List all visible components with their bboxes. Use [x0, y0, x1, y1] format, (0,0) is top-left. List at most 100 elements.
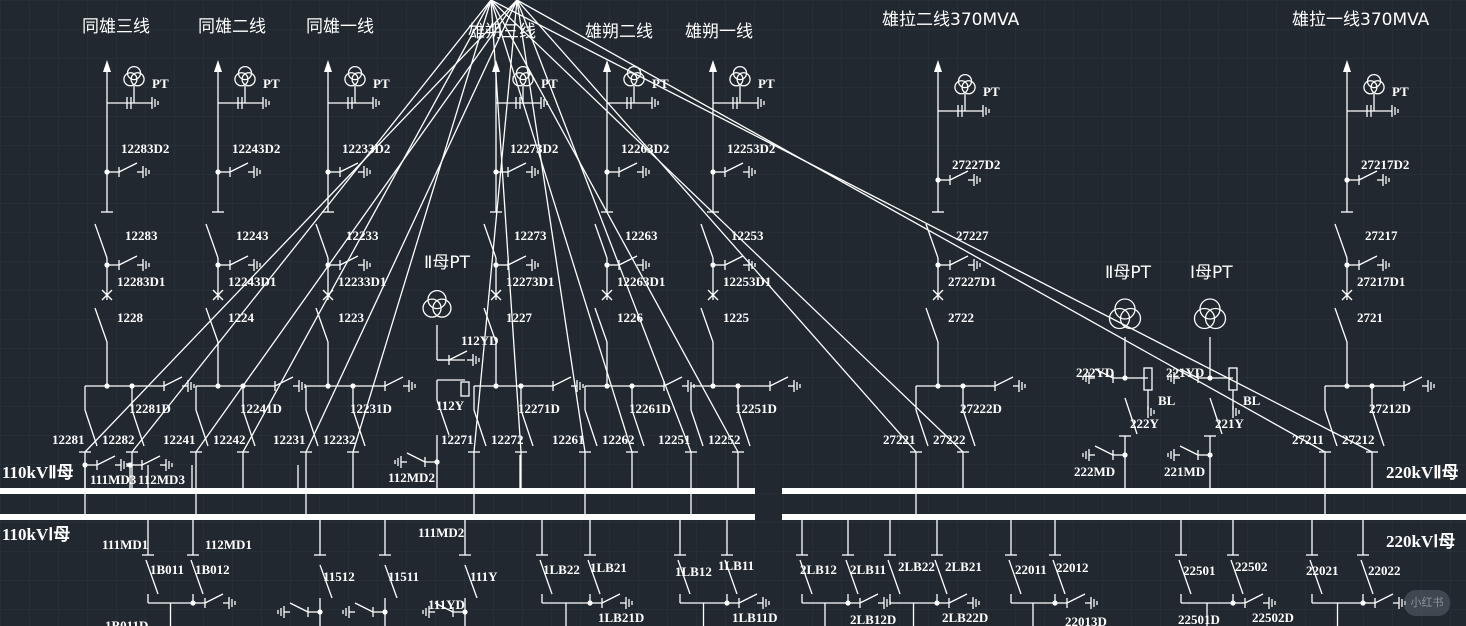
pt-label: PT [652, 76, 669, 91]
disconnector-icon [1324, 409, 1338, 447]
disconnector-icon [1230, 559, 1244, 595]
earth-switch-icon [96, 455, 116, 466]
disconnector-icon [352, 409, 366, 447]
disconnector-icon [690, 409, 704, 447]
arrow-up-icon [934, 60, 942, 72]
pt-transformer-icon [961, 80, 976, 95]
junction-node [325, 383, 331, 389]
device-label: 12263 [625, 228, 658, 243]
bus-pt-title: Ⅱ母PT [1105, 263, 1152, 283]
device-label: 2LB21 [945, 559, 982, 574]
device-label: 27227D2 [952, 157, 1000, 172]
device-label: 12253D1 [723, 274, 771, 289]
device-label: 27217D2 [1361, 157, 1409, 172]
device-label: 1LB21D [598, 610, 644, 625]
wire [84, 0, 518, 453]
bus-label-110kv-i: 110kVⅠ母 [2, 525, 70, 544]
wire [490, 0, 633, 453]
device-label: 12273D2 [510, 141, 558, 156]
device-label: 111YD [428, 597, 465, 612]
earth-switch-icon [507, 255, 527, 266]
earth-switch-icon [204, 593, 224, 604]
device-label: 12261 [552, 432, 585, 447]
junction-node [604, 383, 610, 389]
device-label: 27212D [1369, 401, 1411, 416]
wire [490, 0, 739, 453]
device-label: 12252 [708, 432, 741, 447]
earth-switch-icon [601, 593, 621, 604]
earth-switch-icon [274, 376, 294, 387]
pt-transformer-icon [729, 72, 744, 87]
device-label: 2LB22 [898, 559, 935, 574]
disconnector-icon [724, 559, 738, 595]
earth-switch-icon [994, 376, 1014, 387]
earth-switch-icon [949, 170, 969, 181]
pt-transformer-icon [123, 72, 138, 87]
disconnector-icon [1124, 397, 1138, 435]
earth-switch-icon [552, 376, 572, 387]
earth-switch-icon [724, 162, 744, 173]
arrow-up-icon [603, 60, 611, 72]
pt-label: PT [373, 76, 390, 91]
pt-transformer-icon [630, 72, 645, 87]
device-label: 27212 [1342, 432, 1375, 447]
earth-switch-icon [1358, 255, 1378, 266]
bus-pt-title: Ⅰ母PT [1190, 263, 1233, 283]
wire [195, 0, 518, 453]
disconnector-icon [436, 399, 450, 436]
device-label: 111MD1 [102, 537, 148, 552]
disconnector-icon [1334, 223, 1348, 259]
wire [516, 0, 692, 453]
arrester-icon [460, 381, 470, 397]
disconnector-icon [934, 559, 948, 595]
device-label: 27222D [960, 401, 1002, 416]
device-label: 111MD3 [90, 472, 137, 487]
device-label: 22013D [1065, 614, 1107, 626]
device-label: 11511 [388, 569, 419, 584]
pt-transformer-icon [1370, 80, 1385, 95]
pt-transformer-icon [519, 72, 534, 87]
wire [131, 0, 492, 453]
device-label: 1LB21 [590, 560, 627, 575]
disconnector-icon [539, 559, 553, 595]
earth-switch-icon [1094, 368, 1114, 379]
pt-label: PT [1392, 84, 1409, 99]
device-label: 12232 [323, 432, 356, 447]
device-label: 221Y [1215, 416, 1245, 431]
wire [490, 0, 1373, 453]
device-label: 12251 [658, 432, 691, 447]
disconnector-icon [887, 559, 901, 595]
device-label: 221MD [1164, 464, 1205, 479]
device-label: 12241 [163, 432, 196, 447]
disconnector-icon [315, 223, 329, 259]
pt-transformer-icon [241, 72, 256, 87]
earth-switch-icon [738, 593, 758, 604]
device-label: 12273 [514, 228, 547, 243]
device-label: 27227D1 [948, 274, 996, 289]
breaker-icon [322, 289, 334, 301]
disconnector-icon [1334, 307, 1348, 343]
device-label: BL [1158, 393, 1176, 408]
disconnector-icon [520, 409, 534, 447]
disconnector-icon [594, 223, 608, 259]
device-label: 12282 [102, 432, 135, 447]
device-label: 12242 [213, 432, 246, 447]
device-label: 1B011D [105, 618, 148, 626]
earth-switch-icon [1374, 593, 1394, 604]
bay-title: 雄朔二线 [585, 22, 653, 42]
bay-title: 雄朔三线 [468, 22, 536, 42]
breaker-icon [707, 289, 719, 301]
wire [490, 0, 964, 453]
disconnector-icon [962, 409, 976, 447]
device-label: 1LB11D [732, 610, 778, 625]
disconnector-icon [205, 223, 219, 259]
pt-label: PT [152, 76, 169, 91]
disconnector-icon [384, 564, 398, 599]
device-label: 221YD [1166, 365, 1204, 380]
device-label: 12281D [129, 401, 171, 416]
device-label: 112MD1 [205, 537, 252, 552]
pt-label: PT [983, 84, 1000, 99]
device-label: 112Y [436, 398, 465, 413]
disconnector-icon [1309, 559, 1323, 595]
